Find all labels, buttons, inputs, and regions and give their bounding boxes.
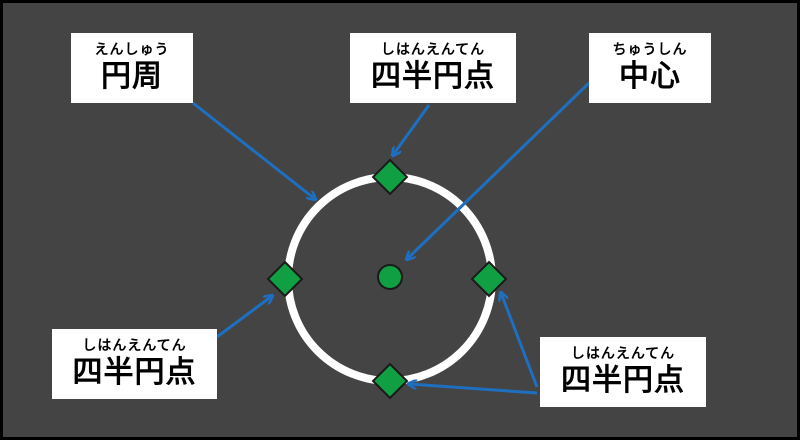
diagram-graphics bbox=[192, 81, 591, 400]
label-circumference: えんしゅう 円周 bbox=[71, 33, 193, 103]
label-circumference-ruby: えんしゅう bbox=[94, 42, 170, 58]
label-center-ruby: ちゅうしん bbox=[612, 42, 688, 58]
quadrant-point-top bbox=[371, 158, 409, 196]
label-quadrant-left-text: 四半円点 bbox=[72, 355, 197, 390]
arrow-circumference bbox=[192, 101, 315, 199]
arrow-center bbox=[407, 81, 591, 259]
label-quadrant-top-ruby: しはんえんてん bbox=[380, 42, 486, 58]
arrow-quadrant-left bbox=[216, 296, 272, 339]
arrow-quadrant-top bbox=[393, 104, 431, 155]
label-center: ちゅうしん 中心 bbox=[589, 33, 711, 103]
quadrant-point-bottom bbox=[371, 362, 409, 400]
label-center-text: 中心 bbox=[619, 59, 681, 94]
label-quadrant-left-ruby: しはんえんてん bbox=[82, 338, 187, 354]
quadrant-point-right bbox=[470, 260, 508, 298]
label-quadrant-top: しはんえんてん 四半円点 bbox=[350, 33, 516, 103]
label-quadrant-left: しはんえんてん 四半円点 bbox=[52, 329, 217, 399]
arrow-quadrant-right bbox=[501, 293, 539, 388]
label-quadrant-bottom-right-text: 四半円点 bbox=[561, 363, 685, 398]
arrow-quadrant-bottom bbox=[409, 384, 538, 395]
label-quadrant-bottom-right-ruby: しはんえんてん bbox=[570, 346, 676, 362]
label-quadrant-top-text: 四半円点 bbox=[371, 59, 495, 94]
label-circumference-text: 円周 bbox=[101, 59, 163, 94]
label-quadrant-bottom-right: しはんえんてん 四半円点 bbox=[540, 337, 706, 407]
quadrant-point-left bbox=[266, 260, 304, 298]
center-point bbox=[377, 264, 403, 290]
